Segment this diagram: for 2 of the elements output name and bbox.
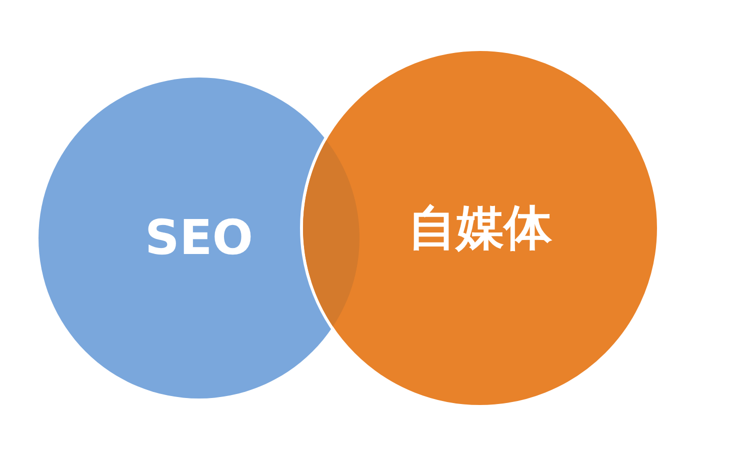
circle-label: 自媒体 — [408, 199, 552, 258]
circle-label: SEO — [144, 210, 254, 266]
